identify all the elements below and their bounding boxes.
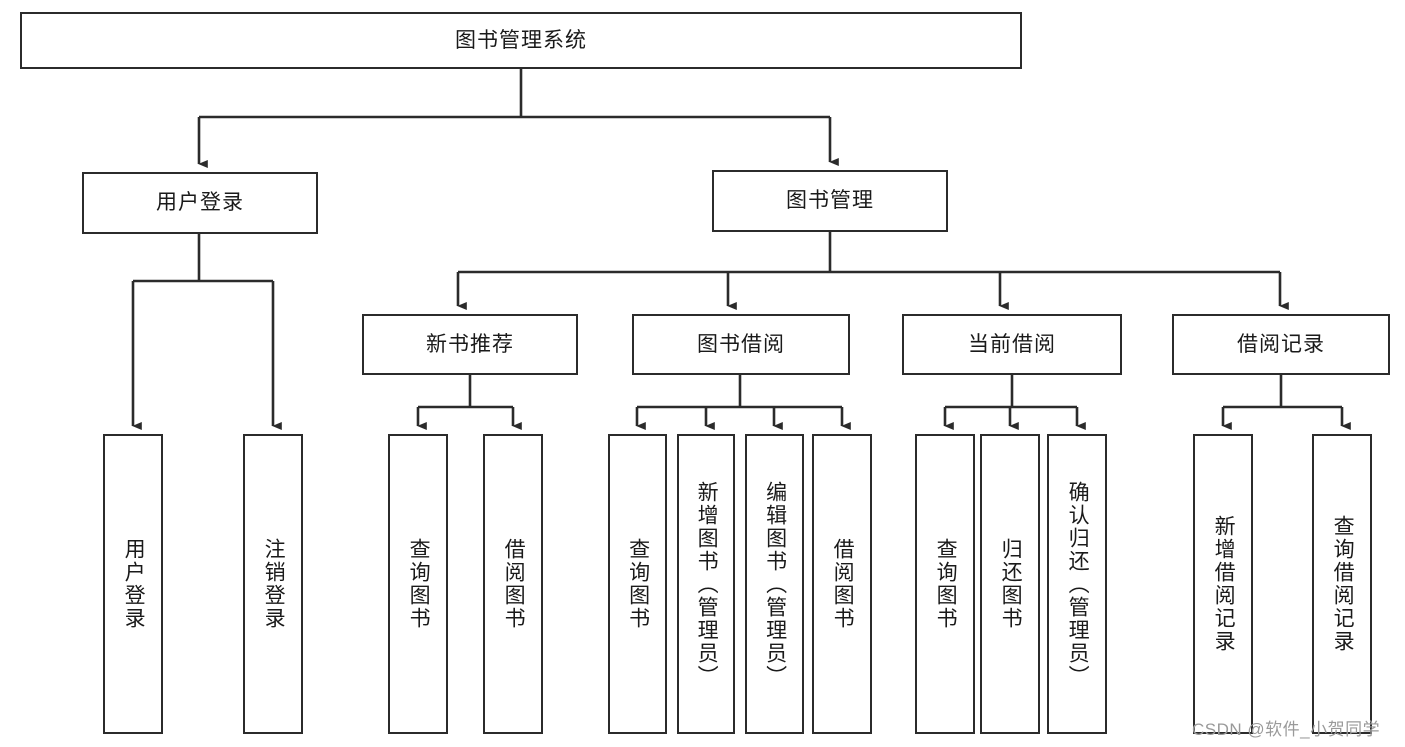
leaf-return-book-label: 归还图书 xyxy=(999,538,1023,630)
node-user-login-label: 用户登录 xyxy=(156,191,244,215)
leaf-add-book-admin[interactable]: 新增图书（管理员） xyxy=(677,434,735,734)
node-book-management-label: 图书管理 xyxy=(786,189,874,213)
leaf-query-book-borrowing-label: 查询图书 xyxy=(626,538,650,630)
node-root-label: 图书管理系统 xyxy=(455,28,587,52)
leaf-query-borrowing-record-label: 查询借阅记录 xyxy=(1331,515,1355,653)
leaf-confirm-return-admin-label: 确认归还（管理员） xyxy=(1066,480,1090,688)
leaf-borrow-book-borrowing[interactable]: 借阅图书 xyxy=(812,434,872,734)
node-book-borrowing-label: 图书借阅 xyxy=(697,332,785,356)
node-new-book-recommendation[interactable]: 新书推荐 xyxy=(362,314,578,375)
leaf-borrow-book-borrowing-label: 借阅图书 xyxy=(831,538,855,630)
leaf-borrow-book-recommendation[interactable]: 借阅图书 xyxy=(483,434,543,734)
leaf-edit-book-admin-label: 编辑图书（管理员） xyxy=(763,480,787,688)
leaf-user-login[interactable]: 用户登录 xyxy=(103,434,163,734)
leaf-return-book[interactable]: 归还图书 xyxy=(980,434,1040,734)
leaf-logout-label: 注销登录 xyxy=(262,538,286,630)
leaf-query-book-current-label: 查询图书 xyxy=(934,538,958,630)
node-current-borrowing-label: 当前借阅 xyxy=(968,332,1056,356)
node-root[interactable]: 图书管理系统 xyxy=(20,12,1022,69)
leaf-query-book-recommendation[interactable]: 查询图书 xyxy=(388,434,448,734)
node-current-borrowing[interactable]: 当前借阅 xyxy=(902,314,1122,375)
node-book-borrowing[interactable]: 图书借阅 xyxy=(632,314,850,375)
leaf-query-book-recommendation-label: 查询图书 xyxy=(407,538,431,630)
node-new-book-recommendation-label: 新书推荐 xyxy=(426,332,514,356)
node-borrowing-records-label: 借阅记录 xyxy=(1237,332,1325,356)
watermark: CSDN @软件_小贺同学 xyxy=(1192,720,1381,739)
leaf-add-borrowing-record[interactable]: 新增借阅记录 xyxy=(1193,434,1253,734)
leaf-user-login-label: 用户登录 xyxy=(122,538,146,630)
leaf-query-book-borrowing[interactable]: 查询图书 xyxy=(608,434,667,734)
node-user-login[interactable]: 用户登录 xyxy=(82,172,318,234)
leaf-logout[interactable]: 注销登录 xyxy=(243,434,303,734)
leaf-borrow-book-recommendation-label: 借阅图书 xyxy=(502,538,526,630)
leaf-query-borrowing-record[interactable]: 查询借阅记录 xyxy=(1312,434,1372,734)
node-borrowing-records[interactable]: 借阅记录 xyxy=(1172,314,1390,375)
leaf-edit-book-admin[interactable]: 编辑图书（管理员） xyxy=(745,434,804,734)
leaf-add-borrowing-record-label: 新增借阅记录 xyxy=(1212,515,1236,653)
node-book-management[interactable]: 图书管理 xyxy=(712,170,948,232)
leaf-add-book-admin-label: 新增图书（管理员） xyxy=(695,480,719,688)
leaf-confirm-return-admin[interactable]: 确认归还（管理员） xyxy=(1047,434,1107,734)
leaf-query-book-current[interactable]: 查询图书 xyxy=(915,434,975,734)
